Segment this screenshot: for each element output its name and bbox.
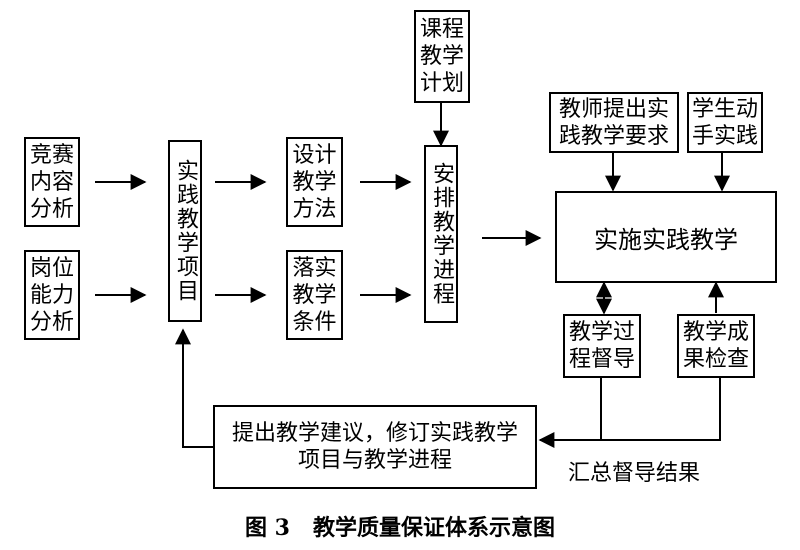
node-design-method: 设计 教学 方法 — [286, 137, 343, 227]
node-competition-analysis: 竞赛 内容 分析 — [24, 137, 80, 227]
node-student-practice: 学生动 手实践 — [687, 92, 763, 153]
node-feedback-revision: 提出教学建议，修订实践教学 项目与教学进程 — [213, 405, 537, 489]
node-position-analysis: 岗位 能力 分析 — [24, 250, 80, 340]
node-implement-practice-teaching: 实施实践教学 — [555, 191, 777, 283]
node-practice-project: 实践教学项目 — [168, 140, 202, 322]
node-curriculum-plan: 课程 教学 计划 — [414, 10, 470, 103]
node-results-check: 教学成 果检查 — [677, 314, 755, 378]
node-teacher-requirements: 教师提出实 践教学要求 — [549, 92, 679, 153]
arrow-results-summary-to-feedback — [538, 378, 721, 448]
arrow-feedback-to-project — [175, 328, 213, 448]
node-process-supervision: 教学过 程督导 — [563, 314, 641, 378]
figure-caption: 图 3 教学质量保证体系示意图 — [245, 515, 555, 541]
node-arrange-progress: 安排教学进程 — [424, 145, 458, 323]
node-implement-conditions: 落实 教学 条件 — [286, 250, 343, 340]
edge-label-summary: 汇总督导结果 — [568, 461, 701, 486]
